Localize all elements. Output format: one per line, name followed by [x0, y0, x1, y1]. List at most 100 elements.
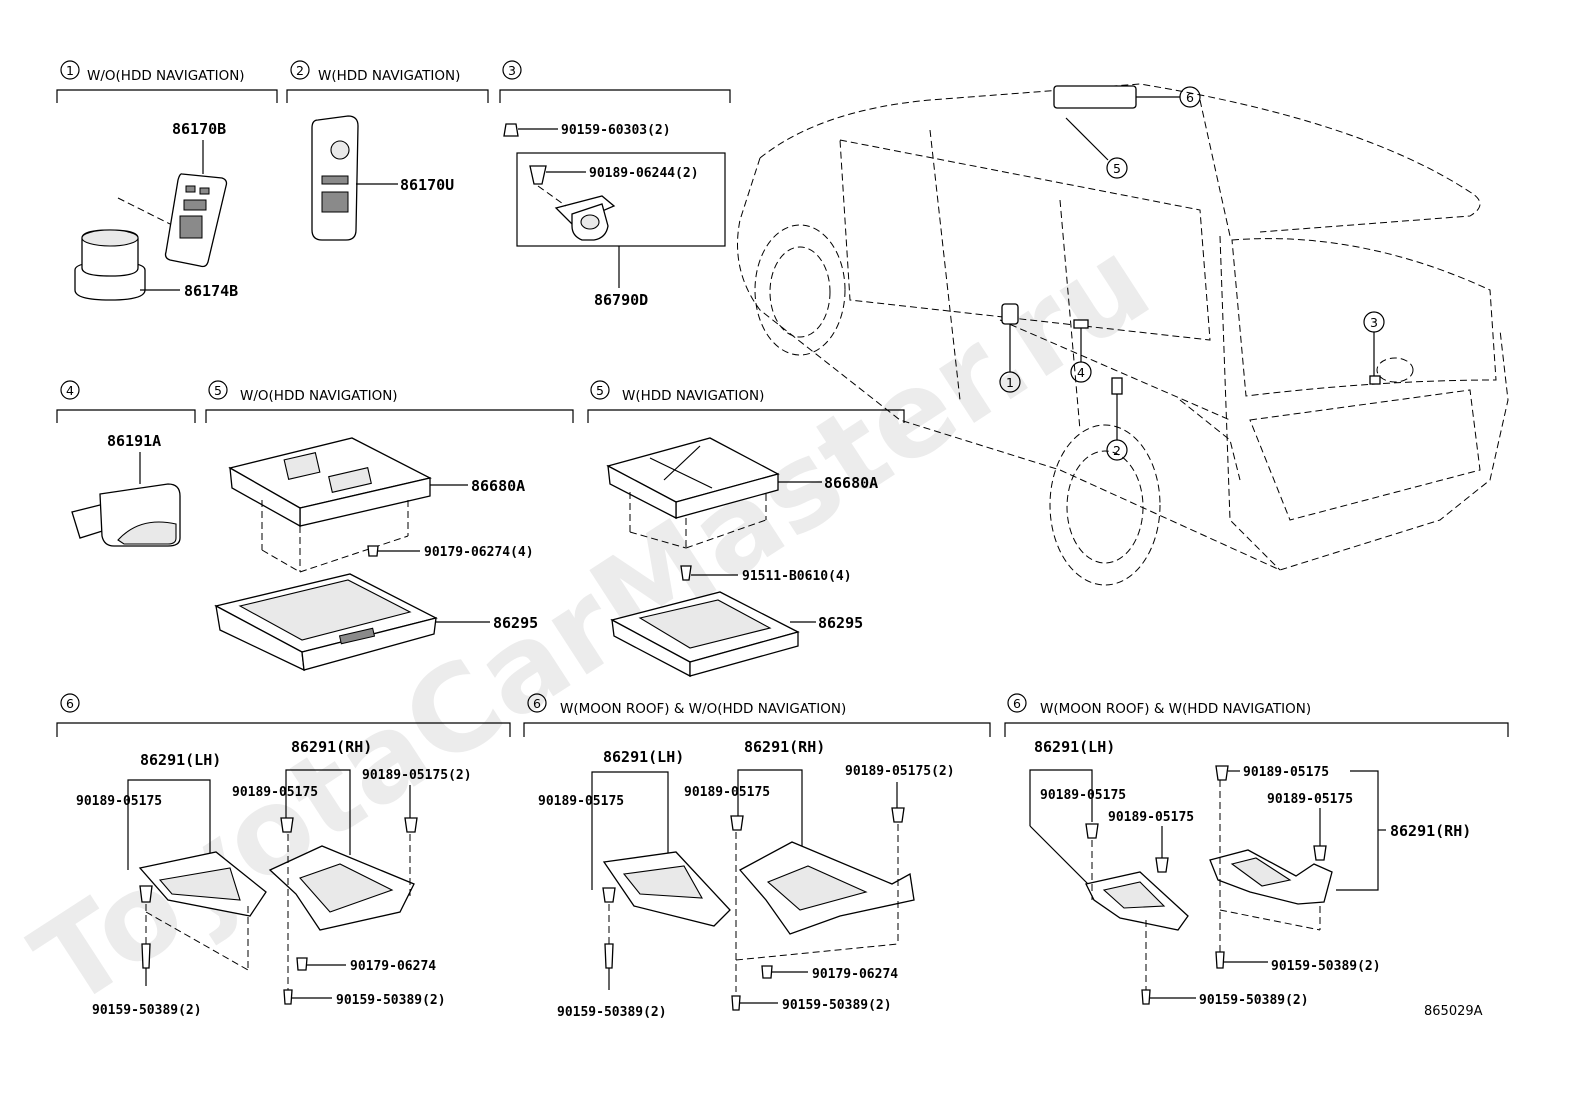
- part-number-86790D: 86790D: [594, 291, 648, 309]
- lh-bracket-drawing: [138, 851, 267, 917]
- part-number-90189-05175: 90189-05175: [684, 785, 770, 800]
- section-label: W/O(HDD NAVIGATION): [240, 388, 398, 404]
- receiver-box: [516, 152, 726, 247]
- part-number-90189-05175: 90189-05175: [1040, 788, 1126, 803]
- part-number-90179-06274: 90179-06274: [350, 959, 436, 974]
- section-bracket: [56, 89, 278, 103]
- overhead-unit-icon: [1053, 85, 1137, 109]
- lh-bracket-drawing: [1085, 871, 1189, 931]
- part-number-90189-05175: 90189-05175: [232, 785, 318, 800]
- section-label: W(HDD NAVIGATION): [318, 68, 460, 84]
- section-2-remote-w-hdd: 2 W(HDD NAVIGATION) 86170U: [286, 60, 489, 241]
- watermark-text: ToyotaCarMaster.ru: [10, 212, 1172, 1034]
- screw-drawing: [680, 565, 692, 581]
- section-bracket: [499, 89, 731, 103]
- part-number-90189-05175: 90189-05175: [538, 794, 624, 809]
- section-number: 3: [508, 63, 516, 78]
- section-bracket: [56, 409, 196, 423]
- part-number-86170B: 86170B: [172, 120, 226, 138]
- vehicle-callout-6: 6: [1136, 86, 1201, 108]
- section-bracket: [587, 409, 905, 423]
- lh-bracket-drawing: [602, 851, 731, 927]
- part-number-90159-60303: 90159-60303(2): [561, 123, 671, 138]
- section-number: 6: [533, 696, 541, 711]
- svg-text:1: 1: [1006, 375, 1014, 390]
- section-bracket: [1004, 722, 1509, 737]
- section-3-receiver: 3 90159-60303(2) 90189-06244(2) 86790D: [499, 60, 731, 309]
- part-number-90189-05175: 90189-05175: [1108, 810, 1194, 825]
- section-bracket: [523, 722, 991, 737]
- rh-bracket-drawing: [268, 845, 415, 931]
- part-number-90159-50389-2: 90159-50389(2): [336, 993, 446, 1008]
- section-4-usb: 4 86191A: [56, 380, 196, 547]
- section-6-brackets-standard: 6 86291(LH) 86291(RH) 90189-05175 90189-…: [56, 693, 511, 1018]
- part-number-86191A: 86191A: [107, 432, 161, 450]
- part-number-86170U: 86170U: [400, 176, 454, 194]
- part-number-91511-B0610: 91511-B0610(4): [742, 569, 852, 584]
- section-number: 4: [66, 383, 74, 398]
- part-number-90179-06274: 90179-06274(4): [424, 545, 534, 560]
- part-number-90189-05175: 90189-05175: [1267, 792, 1353, 807]
- monitor-unit-drawing: [228, 437, 432, 573]
- vehicle-callout-3: 3: [1363, 311, 1385, 376]
- part-number-86295: 86295: [493, 614, 538, 632]
- part-number-86680A: 86680A: [471, 477, 525, 495]
- section-label: W(MOON ROOF) & W/O(HDD NAVIGATION): [560, 701, 846, 717]
- part-number-90159-50389-2: 90159-50389(2): [92, 1003, 202, 1018]
- part-number-86174B: 86174B: [184, 282, 238, 300]
- section-1-remote-wo-hdd: 1 W/O(HDD NAVIGATION) 86170B 86174B: [56, 60, 278, 301]
- svg-text:3: 3: [1370, 315, 1378, 330]
- part-number-90189-05175-2: 90189-05175(2): [845, 764, 955, 779]
- hdd-remote-drawing: [311, 115, 359, 241]
- section-number: 1: [66, 63, 74, 78]
- section-number: 6: [66, 696, 74, 711]
- part-number-86291-lh: 86291(LH): [1034, 738, 1115, 756]
- bezel-drawing: [214, 573, 438, 672]
- part-number-90159-50389-2: 90159-50389(2): [557, 1005, 667, 1020]
- section-number: 5: [596, 383, 604, 398]
- remote-holder-drawing: [74, 197, 171, 301]
- part-number-86680A: 86680A: [824, 474, 878, 492]
- section-label: W(MOON ROOF) & W(HDD NAVIGATION): [1040, 701, 1311, 717]
- vehicle-drawing: [737, 83, 1509, 586]
- part-number-90179-06274: 90179-06274: [812, 967, 898, 982]
- part-number-90189-05175-2: 90189-05175(2): [362, 768, 472, 783]
- nut-drawing: [367, 545, 379, 557]
- svg-text:4: 4: [1077, 365, 1085, 380]
- svg-text:2: 2: [1113, 443, 1121, 458]
- part-number-86291-rh: 86291(RH): [1390, 822, 1471, 840]
- figure-code: 865029A: [1424, 1004, 1483, 1019]
- callout-circle: [60, 60, 80, 80]
- part-number-90189-05175: 90189-05175: [1243, 765, 1329, 780]
- hdd-monitor-unit-drawing: [606, 437, 780, 549]
- section-number: 5: [214, 383, 222, 398]
- section-bracket: [286, 89, 489, 103]
- section-label: W(HDD NAVIGATION): [622, 388, 764, 404]
- section-6-brackets-moonroof-wo-hdd: 6 W(MOON ROOF) & W/O(HDD NAVIGATION) 862…: [523, 693, 991, 1020]
- part-number-90159-50389-2: 90159-50389(2): [1199, 993, 1309, 1008]
- part-number-90189-06244: 90189-06244(2): [589, 166, 699, 181]
- vehicle-callout-2: 2: [1106, 394, 1128, 461]
- section-number: 6: [1013, 696, 1021, 711]
- vehicle-callout-4: 4: [1070, 328, 1092, 383]
- svg-text:6: 6: [1186, 90, 1194, 105]
- vehicle-callout-1: 1: [999, 324, 1021, 393]
- screw-drawing: [503, 123, 558, 137]
- part-number-86291-rh: 86291(RH): [291, 738, 372, 756]
- section-number: 2: [296, 63, 304, 78]
- part-number-90189-05175: 90189-05175: [76, 794, 162, 809]
- part-number-90159-50389-2: 90159-50389(2): [1271, 959, 1381, 974]
- remote-control-drawing: [164, 173, 228, 268]
- section-6-brackets-moonroof-w-hdd: 6 W(MOON ROOF) & W(HDD NAVIGATION) 86291…: [1004, 693, 1509, 1008]
- part-number-86291-lh: 86291(LH): [603, 748, 684, 766]
- part-number-86291-lh: 86291(LH): [140, 751, 221, 769]
- clip-drawing: [529, 165, 586, 185]
- section-label: W/O(HDD NAVIGATION): [87, 68, 245, 84]
- receiver-unit-drawing: [537, 185, 616, 241]
- rh-bracket-drawing: [738, 841, 915, 935]
- section-bracket: [56, 722, 511, 737]
- usb-adapter-drawing: [71, 483, 181, 547]
- section-5-monitor-wo-hdd: 5 W/O(HDD NAVIGATION) 86680A 90179-06274…: [205, 380, 574, 672]
- section-bracket: [205, 409, 574, 423]
